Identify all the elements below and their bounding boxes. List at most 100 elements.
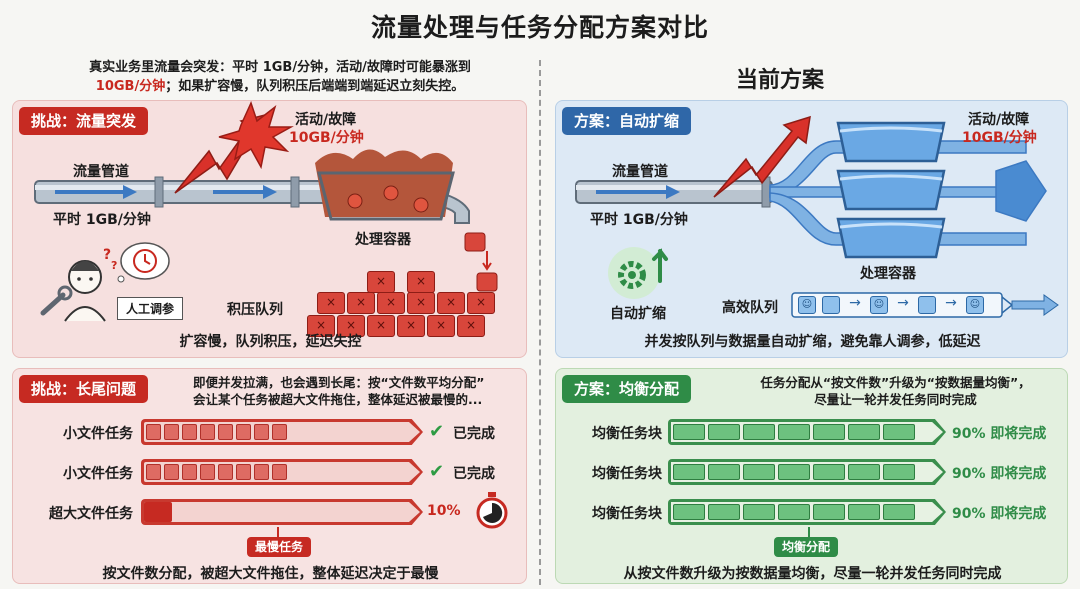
queue-arrow-icon: →: [897, 295, 909, 311]
queue-block: ☺: [798, 296, 816, 314]
solution-balance-desc: 任务分配从“按文件数”升级为“按数据量均衡”， 尽量让一轮并发任务同时完成: [728, 374, 1063, 408]
solution-autoscale-panel: 方案：自动扩缩: [555, 100, 1068, 358]
spike-value: 10GB/分钟: [289, 130, 364, 146]
spike-value: 10GB/分钟: [962, 130, 1037, 146]
task-progress-track: [144, 502, 420, 522]
page-title: 流量处理与任务分配方案对比: [370, 13, 709, 42]
current-plan-title: 当前方案: [735, 68, 824, 93]
check-icon: ✔: [429, 461, 445, 482]
task-progress-fill: [671, 502, 943, 522]
backlog-block: ×: [437, 292, 465, 314]
queue-label: 高效队列: [722, 300, 778, 316]
task-name: 均衡任务块: [592, 466, 662, 482]
task-name: 均衡任务块: [592, 506, 662, 522]
intro-line1: 真实业务里流量会突发：平时 1GB/分钟，活动/故障时可能暴涨到: [89, 60, 471, 75]
autoscale-label: 自动扩缩: [610, 306, 666, 322]
task-status: 90% 即将完成: [952, 466, 1047, 482]
pipe-label: 流量管道: [73, 164, 129, 180]
challenge-longtail-panel: 挑战：长尾问题 即便并发拉满，也会遇到长尾：按“文件数平均分配” 会让某个任务被…: [12, 368, 527, 584]
autoscale-illustration: [575, 115, 1059, 318]
stopwatch-icon: [476, 492, 508, 529]
desc-line1: 任务分配从“按文件数”升级为“按数据量均衡”，: [760, 375, 1031, 390]
task-status: 已完成: [453, 426, 495, 442]
challenge-traffic-caption: 扩容慢，队列积压，延迟失控: [179, 334, 362, 350]
task-status: 10%: [427, 503, 461, 519]
queue-block: [918, 296, 936, 314]
task-status: 90% 即将完成: [952, 426, 1047, 442]
challenge-traffic-tag: 挑战：流量突发: [19, 107, 149, 135]
backlog-queue: × × × × × × × × × × × × × ×: [307, 271, 507, 341]
solution-balance-tag: 方案：均衡分配: [562, 375, 692, 403]
desc-line2: 尽量让一轮并发任务同时完成: [814, 392, 977, 407]
task-progress-fill: [144, 422, 420, 442]
desc-line1: 即便并发拉满，也会遇到长尾：按“文件数平均分配”: [193, 375, 485, 390]
check-icon: ✔: [429, 421, 445, 442]
task-progress-fill: [671, 422, 943, 442]
scaled-containers: [836, 121, 946, 259]
backlog-block: ×: [317, 292, 345, 314]
challenge-traffic-panel: 挑战：流量突发: [12, 100, 527, 358]
growth-arrow-icon: [713, 115, 811, 198]
manual-tuning-label: 人工调参: [117, 297, 184, 320]
slowest-task-pill: 最慢任务: [247, 537, 312, 557]
auto-scale-gear-icon: [608, 247, 668, 299]
task-progress-fill: [144, 462, 420, 482]
backlog-block: ×: [377, 292, 405, 314]
task-progress-bar: [668, 419, 946, 445]
intro-line2: 10GB/分钟；如果扩容慢，队列积压后端端到端延迟立刻失控。: [30, 77, 530, 96]
task-name: 小文件任务: [63, 466, 133, 482]
task-progress-bar: [668, 499, 946, 525]
backlog-block: ×: [467, 292, 495, 314]
slowest-pointer: [277, 527, 279, 537]
normal-rate-label: 平时 1GB/分钟: [590, 212, 688, 228]
backlog-block: ×: [337, 315, 365, 337]
container-label: 处理容器: [355, 232, 411, 248]
solution-balance-panel: 方案：均衡分配 任务分配从“按文件数”升级为“按数据量均衡”， 尽量让一轮并发任…: [555, 368, 1068, 584]
explosion-icon: [218, 101, 294, 170]
desc-line2: 会让某个任务被超大文件拖住，整体延迟被最慢的...: [193, 392, 483, 407]
backlog-block: ×: [457, 315, 485, 337]
queue-block: ☺: [870, 296, 888, 314]
normal-rate-label: 平时 1GB/分钟: [53, 212, 151, 228]
backlog-block: ×: [307, 315, 335, 337]
backlog-block: ×: [367, 271, 395, 293]
balance-pointer: [808, 527, 810, 537]
intro-peak-value: 10GB/分钟: [95, 79, 166, 94]
backlog-block: ×: [407, 292, 435, 314]
backlog-block: ×: [367, 315, 395, 337]
backlog-block: ×: [407, 271, 435, 293]
svg-text:?: ?: [103, 247, 111, 263]
traffic-burst-illustration: ? ?: [34, 101, 498, 322]
task-progress-bar: [668, 459, 946, 485]
solution-autoscale-tag: 方案：自动扩缩: [562, 107, 692, 135]
intro-line2-rest: ；如果扩容慢，队列积压后端端到端延迟立刻失控。: [165, 79, 465, 94]
backlog-block: ×: [397, 315, 425, 337]
task-progress-bar: [141, 419, 423, 445]
wrench-icon: [40, 285, 73, 316]
flow-arrow-icon: [55, 185, 277, 199]
traffic-pipe: [575, 176, 773, 208]
task-progress-bar: [141, 499, 423, 525]
queue-arrow-icon: →: [849, 295, 861, 311]
challenge-longtail-desc: 即便并发拉满，也会遇到长尾：按“文件数平均分配” 会让某个任务被超大文件拖住，整…: [193, 374, 523, 408]
intro-text: 真实业务里流量会突发：平时 1GB/分钟，活动/故障时可能暴涨到 10GB/分钟…: [30, 58, 530, 96]
center-divider: [539, 60, 541, 585]
task-status: 已完成: [453, 466, 495, 482]
task-name: 超大文件任务: [49, 506, 133, 522]
overflowing-container: [315, 149, 455, 221]
balance-pill: 均衡分配: [774, 537, 839, 557]
backlog-block: ×: [427, 315, 455, 337]
confused-person-icon: ? ?: [64, 247, 117, 322]
task-progress-bar: [141, 459, 423, 485]
slow-task-fill: [144, 502, 172, 522]
spike-label: 活动/故障: [968, 112, 1030, 128]
task-name: 小文件任务: [63, 426, 133, 442]
svg-text:?: ?: [111, 259, 117, 272]
pipe-label: 流量管道: [612, 164, 668, 180]
task-name: 均衡任务块: [592, 426, 662, 442]
task-progress-fill: [671, 462, 943, 482]
queue-block: ☺: [966, 296, 984, 314]
solution-autoscale-caption: 并发按队列与数据量自动扩缩，避免靠人调参，低延迟: [644, 334, 981, 350]
task-status: 90% 即将完成: [952, 506, 1047, 522]
spike-label: 活动/故障: [295, 112, 357, 128]
